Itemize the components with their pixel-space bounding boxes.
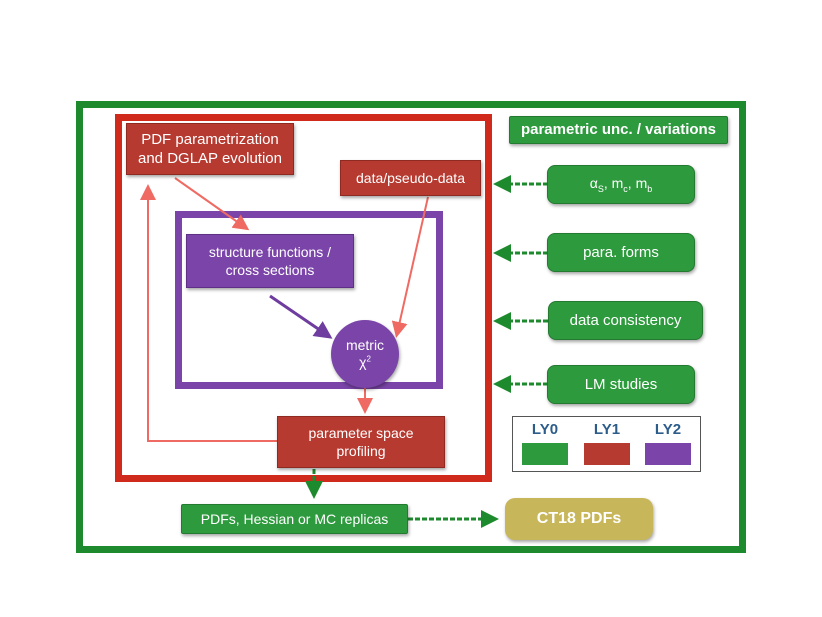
structure-line1: structure functions / xyxy=(208,243,332,260)
lm-studies-label: LM studies xyxy=(584,375,658,393)
variations-header: parametric unc. / variations xyxy=(509,116,728,144)
para-forms-box: para. forms xyxy=(547,233,695,272)
chi-square-label: χ2 xyxy=(359,354,371,370)
ct18-label: CT18 PDFs xyxy=(536,509,622,527)
metric-circle: metric χ2 xyxy=(331,320,399,388)
data-consistency-box: data consistency xyxy=(548,301,703,340)
param-space-line2: profiling xyxy=(336,443,386,459)
legend-label-ly0: LY0 xyxy=(531,421,559,438)
ct18-pdfs-box: CT18 PDFs xyxy=(505,498,653,540)
arrow-data-to-metric xyxy=(391,196,429,338)
pdfs-output-label: PDFs, Hessian or MC replicas xyxy=(200,510,389,527)
legend-swatch-ly1 xyxy=(584,443,630,465)
data-consistency-label: data consistency xyxy=(569,311,682,329)
pdfs-output-box: PDFs, Hessian or MC replicas xyxy=(181,504,408,534)
data-pseudo-box: data/pseudo-data xyxy=(340,160,481,196)
metric-label: metric xyxy=(345,337,385,354)
para-forms-label: para. forms xyxy=(583,243,659,261)
structure-functions-box: structure functions / cross sections xyxy=(186,234,354,288)
arrow-pdf-to-structure xyxy=(174,177,250,231)
layer-frame-ly1 xyxy=(115,114,492,482)
param-space-line1: parameter space xyxy=(308,424,414,441)
legend-swatch-ly2 xyxy=(645,443,691,465)
data-pseudo-label: data/pseudo-data xyxy=(356,169,465,186)
legend-label-ly2: LY2 xyxy=(654,421,682,438)
pdf-param-line2: and DGLAP evolution xyxy=(138,150,282,167)
pdf-parametrization-box: PDF parametrization and DGLAP evolution xyxy=(126,123,294,175)
layer-frame-ly2 xyxy=(175,211,443,389)
structure-line2: cross sections xyxy=(225,262,315,278)
parameter-space-box: parameter space profiling xyxy=(277,416,445,468)
lm-studies-box: LM studies xyxy=(547,365,695,404)
legend-box: LY0 LY1 LY2 xyxy=(512,416,701,472)
legend-swatch-ly0 xyxy=(522,443,568,465)
alpha-masses-box: αS, mc, mb xyxy=(547,165,695,204)
arrow-structure-to-metric xyxy=(269,294,333,339)
legend-label-ly1: LY1 xyxy=(593,421,621,438)
arrow-profiling-to-pdf xyxy=(140,184,277,442)
pdf-param-line1: PDF parametrization xyxy=(141,130,279,148)
alpha-masses-label: αS, mc, mb xyxy=(589,174,653,194)
variations-header-label: parametric unc. / variations xyxy=(520,121,717,139)
outer-frame-ly0 xyxy=(76,101,746,553)
